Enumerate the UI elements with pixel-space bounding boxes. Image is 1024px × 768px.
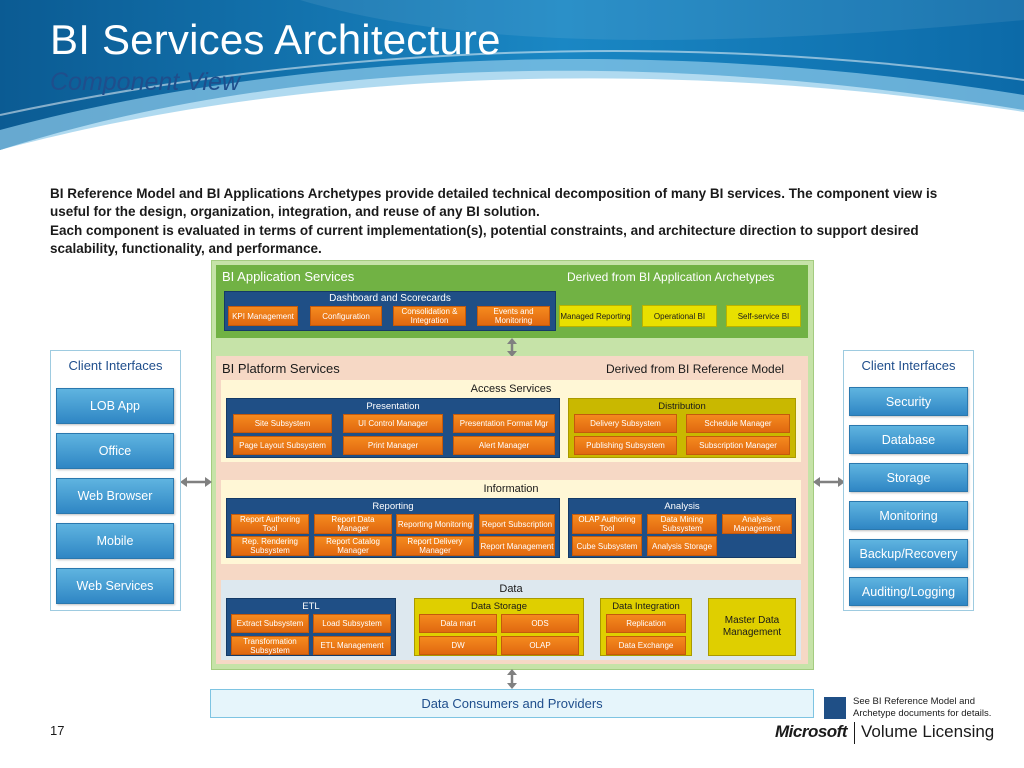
delivery-subsystem-box: Delivery Subsystem bbox=[574, 414, 677, 433]
report-management-box: Report Management bbox=[479, 536, 555, 556]
data-integration-title: Data Integration bbox=[612, 601, 680, 612]
etl-management-box: ETL Management bbox=[313, 636, 391, 655]
legend-swatch bbox=[824, 697, 846, 719]
bi-application-services-title: BI Application Services bbox=[222, 269, 355, 284]
reporting-monitoring-box: Reporting Monitoring bbox=[396, 514, 474, 534]
dashboard-scorecards-title: Dashboard and Scorecards bbox=[329, 293, 451, 304]
load-subsystem-box: Load Subsystem bbox=[313, 614, 391, 633]
olap-authoring-tool-box: OLAP Authoring Tool bbox=[572, 514, 642, 534]
configuration-box: Configuration bbox=[310, 306, 382, 326]
managed-reporting-box: Managed Reporting bbox=[559, 305, 632, 327]
client-interfaces-right-title: Client Interfaces bbox=[861, 358, 956, 373]
logo-divider bbox=[854, 722, 855, 744]
kpi-management-box: KPI Management bbox=[228, 306, 298, 326]
report-subscription-box: Report Subscription bbox=[479, 514, 555, 534]
data-title: Data bbox=[499, 583, 523, 595]
ui-control-manager-box: UI Control Manager bbox=[343, 414, 443, 433]
page-subtitle: Component View bbox=[50, 68, 240, 96]
subscription-manager-box: Subscription Manager bbox=[686, 436, 790, 455]
print-manager-box: Print Manager bbox=[343, 436, 443, 455]
alert-manager-box: Alert Manager bbox=[453, 436, 555, 455]
access-services-title: Access Services bbox=[470, 383, 552, 395]
platform-derived-label: Derived from BI Reference Model bbox=[606, 362, 785, 376]
self-service-bi-box: Self-service BI bbox=[726, 305, 801, 327]
ods-box: ODS bbox=[501, 614, 579, 633]
cube-subsystem-box: Cube Subsystem bbox=[572, 536, 642, 556]
office-box: Office bbox=[56, 433, 174, 469]
volume-licensing-label: Volume Licensing bbox=[861, 722, 995, 741]
double-arrow-icon bbox=[813, 477, 845, 487]
olap-box: OLAP bbox=[501, 636, 579, 655]
double-arrow-icon bbox=[507, 338, 517, 357]
monitoring-box: Monitoring bbox=[849, 501, 968, 530]
rep-rendering-subsystem-box: Rep. Rendering Subsystem bbox=[231, 536, 309, 556]
replication-box: Replication bbox=[606, 614, 686, 633]
auditing-logging-box: Auditing/Logging bbox=[849, 577, 968, 606]
client-interfaces-left-title: Client Interfaces bbox=[68, 358, 163, 373]
report-data-manager-box: Report Data Manager bbox=[314, 514, 392, 534]
consolidation-integration-box: Consolidation & Integration bbox=[393, 306, 466, 326]
information-title: Information bbox=[483, 483, 539, 495]
schedule-manager-box: Schedule Manager bbox=[686, 414, 790, 433]
page-title: BI Services Architecture bbox=[50, 16, 501, 63]
reporting-title: Reporting bbox=[372, 501, 414, 512]
operational-bi-box: Operational BI bbox=[642, 305, 717, 327]
web-browser-box: Web Browser bbox=[56, 478, 174, 514]
database-box: Database bbox=[849, 425, 968, 454]
header-background bbox=[0, 0, 1024, 190]
bi-platform-services-title: BI Platform Services bbox=[222, 361, 340, 376]
microsoft-logo: Microsoft bbox=[775, 722, 848, 741]
double-arrow-icon bbox=[507, 669, 517, 689]
presentation-title: Presentation bbox=[366, 401, 420, 412]
intro-paragraph-2: Each component is evaluated in terms of … bbox=[50, 223, 919, 256]
report-authoring-tool-box: Report Authoring Tool bbox=[231, 514, 309, 534]
analysis-storage-box: Analysis Storage bbox=[647, 536, 717, 556]
web-services-box: Web Services bbox=[56, 568, 174, 604]
analysis-title: Analysis bbox=[664, 501, 700, 512]
data-mart-box: Data mart bbox=[419, 614, 497, 633]
dw-box: DW bbox=[419, 636, 497, 655]
publishing-subsystem-box: Publishing Subsystem bbox=[574, 436, 677, 455]
data-mining-subsystem-box: Data Mining Subsystem bbox=[647, 514, 717, 534]
double-arrow-icon bbox=[180, 477, 212, 487]
data-consumers-providers-box: Data Consumers and Providers bbox=[210, 689, 814, 718]
app-derived-label: Derived from BI Application Archetypes bbox=[567, 270, 775, 284]
etl-title: ETL bbox=[302, 601, 320, 612]
presentation-format-mgr-box: Presentation Format Mgr bbox=[453, 414, 555, 433]
intro-paragraph-1: BI Reference Model and BI Applications A… bbox=[50, 186, 938, 219]
page-number: 17 bbox=[50, 723, 65, 738]
security-box: Security bbox=[849, 387, 968, 416]
data-storage-title: Data Storage bbox=[471, 601, 527, 612]
master-data-management-box: Master Data Management bbox=[708, 598, 796, 656]
lob-app-box: LOB App bbox=[56, 388, 174, 424]
distribution-title: Distribution bbox=[658, 401, 706, 412]
analysis-management-box: Analysis Management bbox=[722, 514, 792, 534]
report-delivery-manager-box: Report Delivery Manager bbox=[396, 536, 474, 556]
report-catalog-manager-box: Report Catalog Manager bbox=[314, 536, 392, 556]
mobile-box: Mobile bbox=[56, 523, 174, 559]
backup-recovery-box: Backup/Recovery bbox=[849, 539, 968, 568]
extract-subsystem-box: Extract Subsystem bbox=[231, 614, 309, 633]
site-subsystem-box: Site Subsystem bbox=[233, 414, 332, 433]
storage-box: Storage bbox=[849, 463, 968, 492]
events-monitoring-box: Events and Monitoring bbox=[477, 306, 550, 326]
data-exchange-box: Data Exchange bbox=[606, 636, 686, 655]
transformation-subsystem-box: Transformation Subsystem bbox=[231, 636, 309, 655]
legend-note: See BI Reference Model and Archetype doc… bbox=[853, 696, 992, 719]
page-layout-subsystem-box: Page Layout Subsystem bbox=[233, 436, 332, 455]
